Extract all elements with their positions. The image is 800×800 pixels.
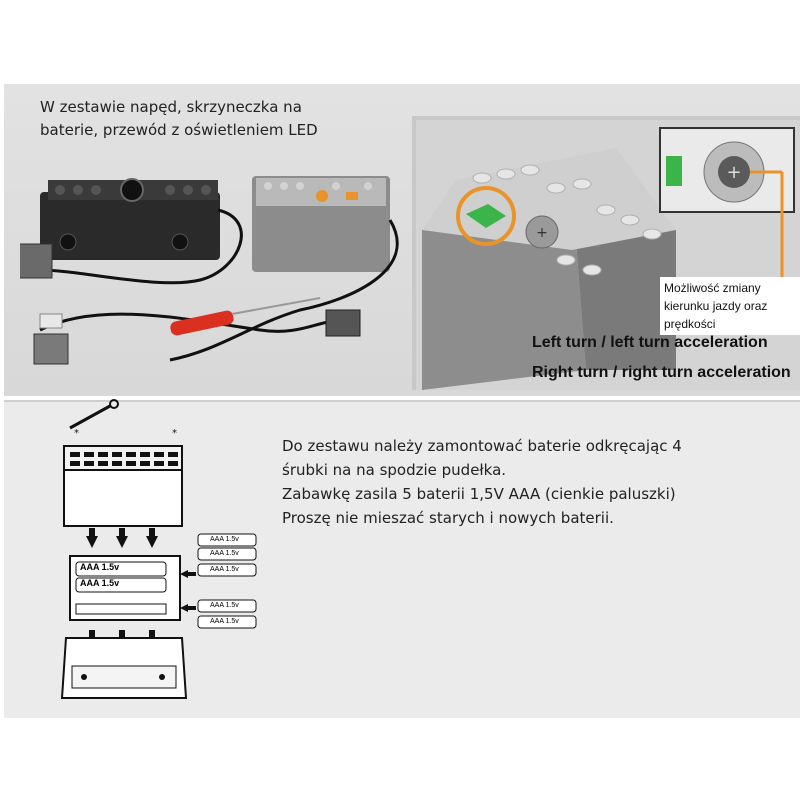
screwdriver <box>170 297 321 336</box>
left-turn-label: Left turn / left turn acceleration <box>532 334 768 351</box>
instructions-line-2: śrubki na na spodzie pudełka. <box>282 461 507 479</box>
instructions-text: Do zestawu należy zamontować baterie odk… <box>282 434 762 530</box>
intro-text: W zestawie napęd, skrzyneczka na baterie… <box>40 96 380 142</box>
caption-line-2: kierunku jazdy oraz <box>664 299 768 313</box>
battery-box <box>252 176 390 272</box>
intro-line-1: W zestawie napęd, skrzyneczka na <box>40 98 302 116</box>
svg-text:*: * <box>172 428 177 439</box>
right-turn-label: Right turn / right turn acceleration <box>532 364 791 381</box>
battery-label-2: AAA 1.5v <box>80 578 120 588</box>
product-photo <box>20 176 399 365</box>
closeup-photo: + + <box>412 116 800 390</box>
battery-diagram: * * <box>60 399 257 699</box>
instructions-line-1: Do zestawu należy zamontować baterie odk… <box>282 437 682 455</box>
feature-caption: Możliwość zmiany kierunku jazdy oraz prę… <box>660 277 800 335</box>
instructions-line-4: Proszę nie mieszać starych i nowych bate… <box>282 509 614 527</box>
instructions-line-3: Zabawkę zasila 5 baterii 1,5V AAA (cienk… <box>282 485 676 503</box>
svg-text:+: + <box>726 162 741 183</box>
battery-label-1: AAA 1.5v <box>80 562 120 572</box>
svg-text:+: + <box>536 225 548 241</box>
battery-label-4: AAA 1.5v <box>210 550 239 557</box>
motor-unit <box>40 178 220 260</box>
battery-label-3: AAA 1.5v <box>210 536 239 543</box>
caption-line-1: Możliwość zmiany <box>664 281 761 295</box>
intro-line-2: baterie, przewód z oświetleniem LED <box>40 121 318 139</box>
caption-line-3: prędkości <box>664 317 716 331</box>
battery-label-6: AAA 1.5v <box>210 602 239 609</box>
screwdriver-icon <box>69 399 119 430</box>
battery-label-5: AAA 1.5v <box>210 566 239 573</box>
svg-text:*: * <box>74 428 79 439</box>
down-arrows <box>86 528 158 548</box>
battery-label-7: AAA 1.5v <box>210 618 239 625</box>
